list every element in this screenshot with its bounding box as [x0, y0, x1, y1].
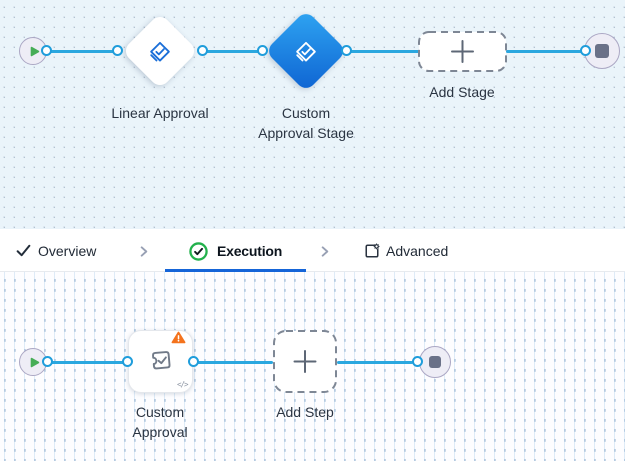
connector-port[interactable]: [580, 45, 591, 56]
flow-edge: [347, 50, 419, 53]
connector-port[interactable]: [257, 45, 268, 56]
execution-status-icon: [189, 242, 208, 265]
start-icon: [28, 356, 41, 369]
stage-label-linear-approval: Linear Approval: [111, 105, 209, 121]
approval-icon: [147, 38, 174, 65]
add-stage-button[interactable]: [418, 31, 507, 72]
connector-port[interactable]: [42, 356, 53, 367]
add-stage-label: Add Stage: [429, 84, 495, 100]
tab-execution[interactable]: [189, 242, 208, 266]
add-step-label: Add Step: [276, 404, 334, 420]
end-icon: [429, 356, 441, 368]
start-icon: [28, 45, 41, 58]
plus-icon: [451, 40, 474, 63]
warning-icon[interactable]: [171, 331, 186, 344]
connector-port[interactable]: [122, 356, 133, 367]
stage-label-custom-approval-stage: Custom Approval Stage: [258, 105, 354, 141]
stage-node-custom-approval-stage[interactable]: [264, 9, 348, 93]
plus-icon: [293, 350, 317, 373]
flow-edge: [194, 361, 273, 364]
stage-flow-canvas: Linear Approval Custom Approval Stage Ad…: [0, 0, 625, 229]
connector-port[interactable]: [188, 356, 199, 367]
code-icon: </>: [177, 380, 189, 389]
custom-approval-icon: [144, 345, 178, 379]
end-node[interactable]: [419, 346, 451, 378]
tab-execution-label[interactable]: Execution: [217, 243, 283, 259]
chevron-separator-icon: [137, 245, 150, 263]
step-flow-canvas: </> Custom Approval Add Step: [0, 272, 625, 461]
flow-edge: [506, 50, 586, 53]
step-label-custom-approval: Custom Approval: [132, 404, 188, 440]
connector-port[interactable]: [341, 45, 352, 56]
flow-edge: [48, 361, 128, 364]
flow-edge: [203, 50, 263, 53]
connector-port[interactable]: [412, 356, 423, 367]
tab-advanced-label[interactable]: Advanced: [386, 243, 449, 259]
connector-port[interactable]: [197, 45, 208, 56]
flow-edge: [47, 50, 118, 53]
stage-node-linear-approval[interactable]: [121, 12, 199, 90]
tab-overview-label[interactable]: Overview: [38, 243, 97, 259]
active-tab-indicator: [165, 269, 306, 272]
stage-breadcrumb-tab-bar: Overview Execution Advanced: [0, 229, 625, 272]
flow-edge: [337, 361, 413, 364]
connector-port[interactable]: [112, 45, 123, 56]
end-icon: [595, 44, 609, 58]
overview-check-icon: [15, 244, 32, 263]
tab-advanced[interactable]: [363, 242, 381, 265]
tab-overview[interactable]: [15, 242, 32, 264]
approval-icon: [293, 38, 320, 65]
connector-port[interactable]: [41, 45, 52, 56]
advanced-gear-icon: [363, 243, 381, 264]
add-step-button[interactable]: [273, 330, 337, 393]
chevron-separator-icon: [318, 245, 331, 263]
